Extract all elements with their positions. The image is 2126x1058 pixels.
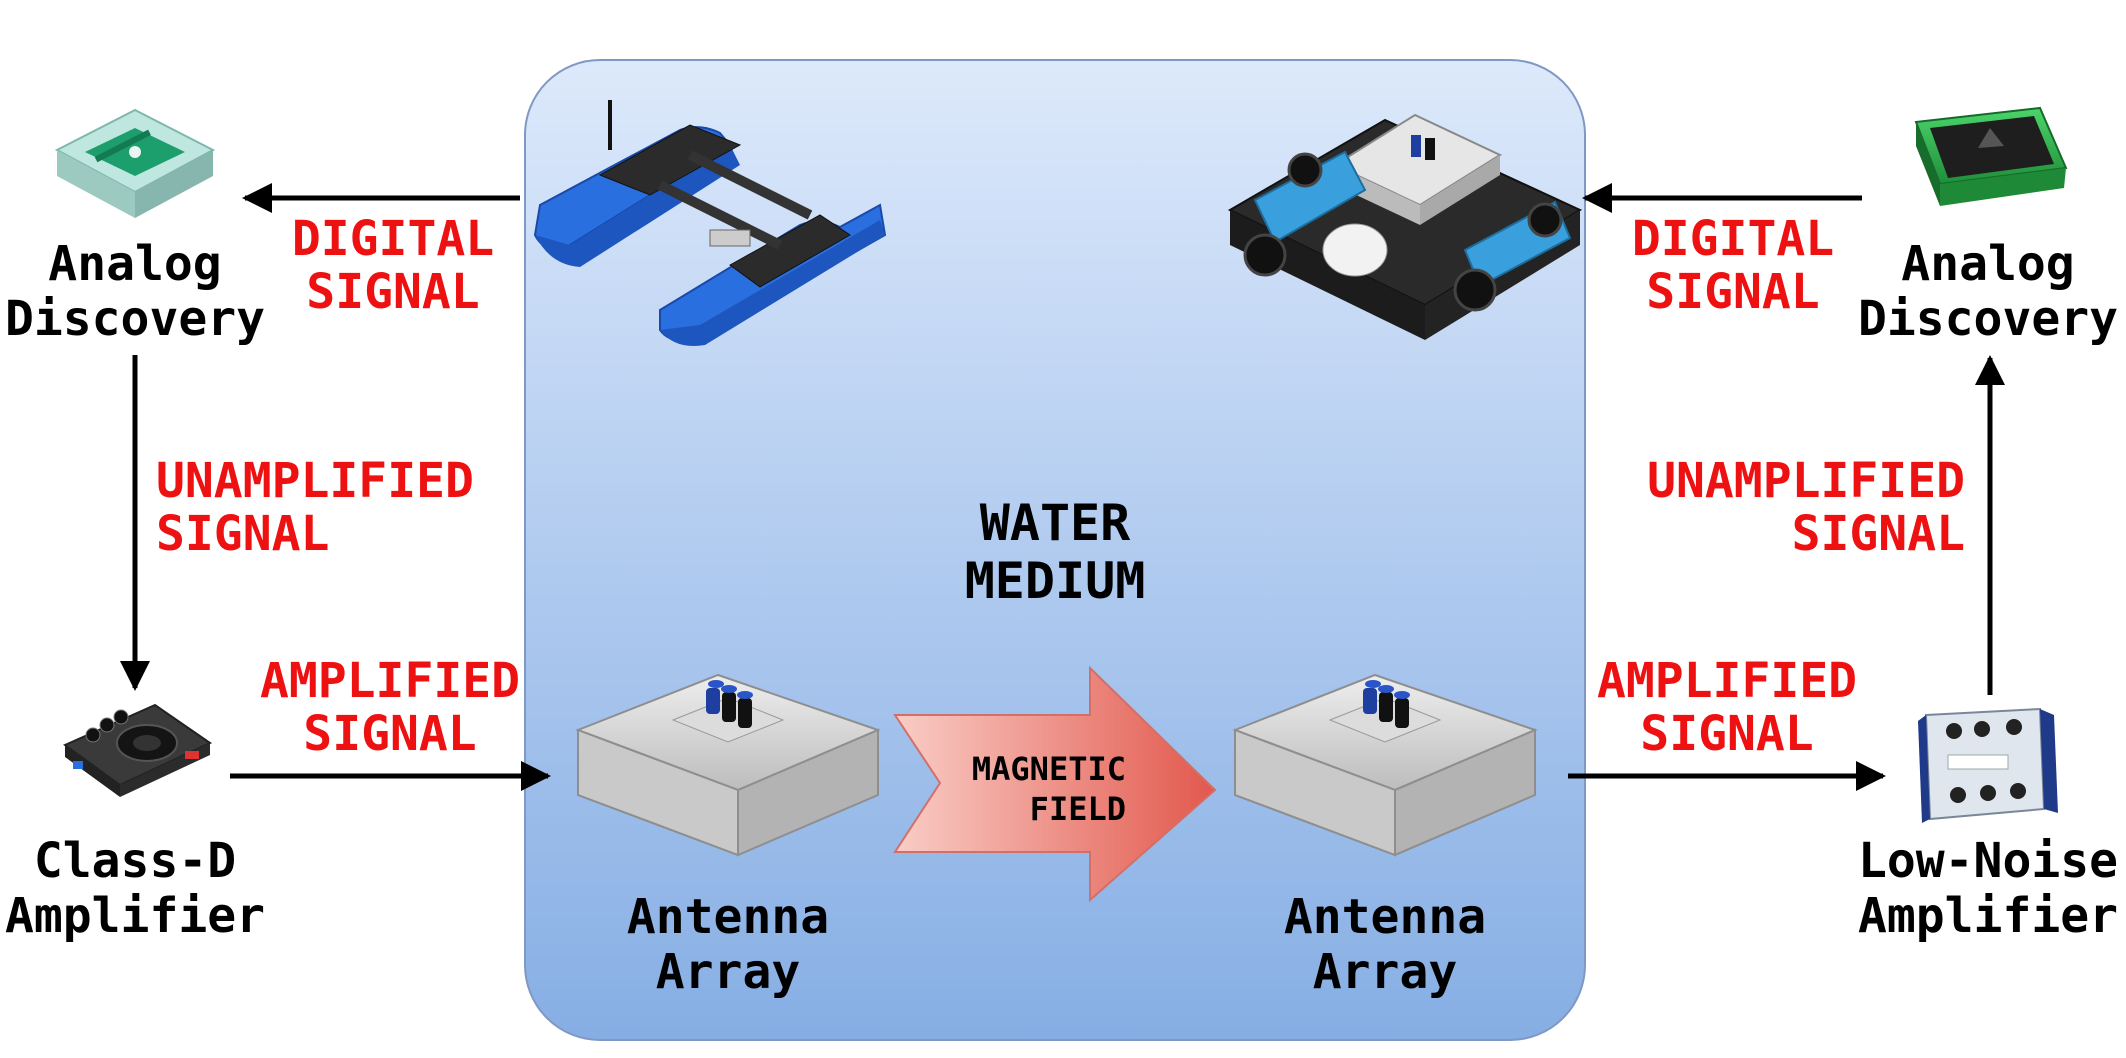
low-noise-amplifier-icon	[1918, 707, 2058, 823]
unamplified-signal-left-1: UNAMPLIFIED	[156, 453, 474, 509]
rov-icon	[1227, 113, 1583, 340]
low-noise-amplifier-label-2: Amplifier	[1858, 888, 2118, 944]
digital-signal-right-2: SIGNAL	[1646, 264, 1819, 320]
analog-discovery-right-label-2: Discovery	[1858, 291, 2118, 347]
amplified-signal-left-2: SIGNAL	[303, 706, 476, 762]
class-d-amplifier-label-2: Amplifier	[5, 888, 265, 944]
class-d-amplifier-label-1: Class-D	[34, 833, 236, 889]
signal-arrows	[120, 183, 2005, 791]
amplified-signal-left-1: AMPLIFIED	[260, 653, 520, 709]
antenna-array-rx-label-1: Antenna	[1284, 889, 1486, 945]
antenna-array-tx-label-2: Array	[656, 944, 801, 1000]
analog-discovery-left-label-1: Analog	[48, 236, 221, 292]
analog-discovery-right-icon	[1914, 106, 2068, 206]
antenna-array-tx-label-1: Antenna	[627, 889, 829, 945]
catamaran-boat-icon	[533, 100, 887, 346]
unamplified-signal-right-2: SIGNAL	[1792, 506, 1965, 562]
analog-discovery-left-label-2: Discovery	[5, 291, 265, 347]
low-noise-amplifier-label-1: Low-Noise	[1858, 833, 2118, 889]
unamplified-signal-left-2: SIGNAL	[156, 506, 329, 562]
antenna-array-rx-icon	[1232, 673, 1538, 857]
analog-discovery-left-icon	[54, 108, 216, 218]
antenna-array-tx-icon	[575, 673, 881, 857]
analog-discovery-right-label-1: Analog	[1901, 236, 2074, 292]
water-medium-label-1: WATER	[980, 494, 1131, 552]
unamplified-signal-right-1: UNAMPLIFIED	[1647, 453, 1965, 509]
magnetic-field-label-1: MAGNETIC	[972, 750, 1126, 788]
digital-signal-left-1: DIGITAL	[292, 211, 494, 267]
digital-signal-right-1: DIGITAL	[1632, 211, 1834, 267]
magnetic-field-label-2: FIELD	[1030, 790, 1126, 828]
antenna-array-rx-label-2: Array	[1313, 944, 1458, 1000]
amplified-signal-right-2: SIGNAL	[1640, 706, 1813, 762]
class-d-amplifier-icon	[63, 703, 213, 797]
magnetic-field-arrow: MAGNETIC FIELD	[893, 665, 1217, 903]
digital-signal-left-2: SIGNAL	[306, 264, 479, 320]
amplified-signal-right-1: AMPLIFIED	[1597, 653, 1857, 709]
water-medium-label-2: MEDIUM	[965, 552, 1146, 610]
